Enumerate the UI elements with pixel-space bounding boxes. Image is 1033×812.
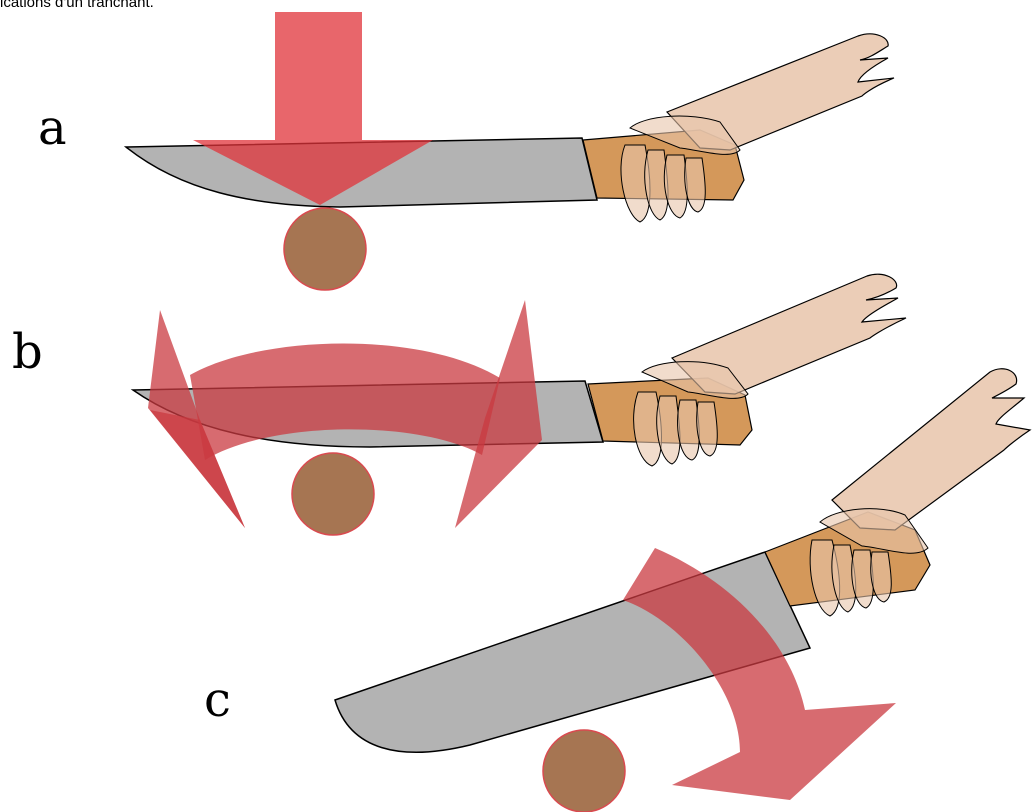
arm-c — [832, 369, 1030, 530]
panel-b — [133, 274, 906, 535]
food-item-b — [292, 453, 374, 535]
panel-a — [126, 12, 894, 290]
food-item-a — [284, 208, 366, 290]
food-item-c — [543, 730, 625, 812]
